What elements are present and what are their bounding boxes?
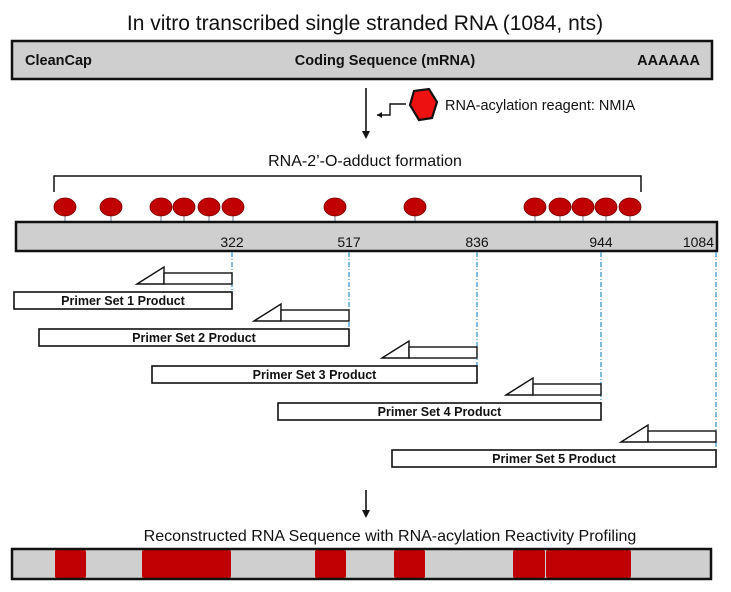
adduct-marker [523, 197, 547, 222]
adduct-marker [594, 197, 618, 222]
primer-set-1: Primer Set 1 Product [13, 265, 233, 310]
reconstructed-bar [12, 549, 711, 579]
position-label: 517 [337, 234, 361, 250]
reactive-region [513, 550, 545, 578]
reagent-connector [377, 103, 406, 116]
primer-arrow-head-icon [379, 339, 410, 359]
primer-arrow-shaft [408, 346, 478, 359]
rna-bar [14, 220, 719, 253]
rna-construct: CleanCap Coding Sequence (mRNA) AAAAAA [10, 39, 714, 81]
adduct-label: RNA-2’-O-adduct formation [268, 153, 462, 170]
primer-product-label: Primer Set 1 Product [61, 294, 185, 308]
adduct-marker [618, 197, 642, 222]
marker-circle [571, 197, 595, 217]
reactive-region [315, 550, 346, 578]
primer-product-label: Primer Set 2 Product [132, 331, 256, 345]
primer-arrow-head-icon [503, 376, 534, 396]
primer-arrow-head-icon [134, 265, 165, 285]
down-arrow-icon [362, 131, 370, 139]
reconstructed-label: Reconstructed RNA Sequence with RNA-acyl… [144, 528, 637, 545]
position-label: 836 [465, 234, 489, 250]
reactive-region [142, 550, 231, 578]
adduct-bracket [53, 175, 642, 192]
primer-arrow-shaft [163, 272, 233, 285]
marker-circle [594, 197, 618, 217]
polya-label: AAAAAA [637, 53, 700, 69]
position-label: 1084 [683, 234, 714, 250]
marker-circle [618, 197, 642, 217]
position-labels: 322 517 836 944 1084 [220, 234, 714, 250]
primer-product-label: Primer Set 5 Product [492, 452, 616, 466]
primer-set-5: Primer Set 5 Product [391, 423, 717, 468]
adduct-marker [149, 197, 173, 222]
adduct-marker [197, 197, 221, 222]
marker-circle [523, 197, 547, 217]
marker-circle [172, 197, 196, 217]
marker-circle [323, 197, 347, 217]
reconstructed-bar-outline [10, 547, 713, 581]
reactive-region [546, 550, 631, 578]
primer-arrow-shaft [280, 309, 350, 322]
marker-circle [53, 197, 77, 217]
primer-arrow-shaft [532, 383, 602, 396]
adduct-marker [548, 197, 572, 222]
adduct-marker [571, 197, 595, 222]
position-label: 944 [589, 234, 613, 250]
primer-product-box [151, 365, 478, 384]
marker-circle [221, 197, 245, 217]
adduct-marker [99, 197, 123, 222]
marker-circle [197, 197, 221, 217]
primer-product-label: Primer Set 4 Product [378, 405, 502, 419]
adduct-marker [53, 197, 77, 222]
adduct-marker [323, 197, 347, 222]
down-arrow-icon-2 [362, 510, 370, 518]
marker-circle [548, 197, 572, 217]
marker-circle [403, 197, 427, 217]
position-label: 322 [220, 234, 244, 250]
diagram-title: In vitro transcribed single stranded RNA… [127, 12, 603, 35]
primer-product-label: Primer Set 3 Product [253, 368, 377, 382]
reactive-region [394, 550, 425, 578]
primer-arrow-head-icon [618, 423, 649, 443]
primer-set-2: Primer Set 2 Product [38, 302, 350, 347]
reactive-region [55, 550, 86, 578]
primer-product-box [13, 291, 233, 310]
reaction-step: RNA-acylation reagent: NMIA [362, 87, 636, 139]
reagent-arrow-icon [377, 112, 382, 118]
primer-product-box [38, 328, 350, 347]
primer-set-3: Primer Set 3 Product [151, 339, 478, 384]
marker-circle [99, 197, 123, 217]
primer-set-4: Primer Set 4 Product [277, 376, 602, 421]
adduct-marker [172, 197, 196, 222]
reagent-label: RNA-acylation reagent: NMIA [445, 98, 636, 114]
adduct-marker [221, 197, 245, 222]
cleancap-label: CleanCap [25, 53, 92, 69]
hexagon-reagent-icon [408, 87, 439, 122]
adduct-markers [53, 197, 642, 222]
primer-arrow-shaft [647, 430, 717, 443]
primer-product-box [277, 402, 602, 421]
primer-arrow-head-icon [251, 302, 282, 322]
primer-product-box [391, 449, 717, 468]
marker-circle [149, 197, 173, 217]
construct-box [10, 39, 714, 81]
adduct-marker [403, 197, 427, 222]
coding-sequence-label: Coding Sequence (mRNA) [295, 53, 476, 69]
